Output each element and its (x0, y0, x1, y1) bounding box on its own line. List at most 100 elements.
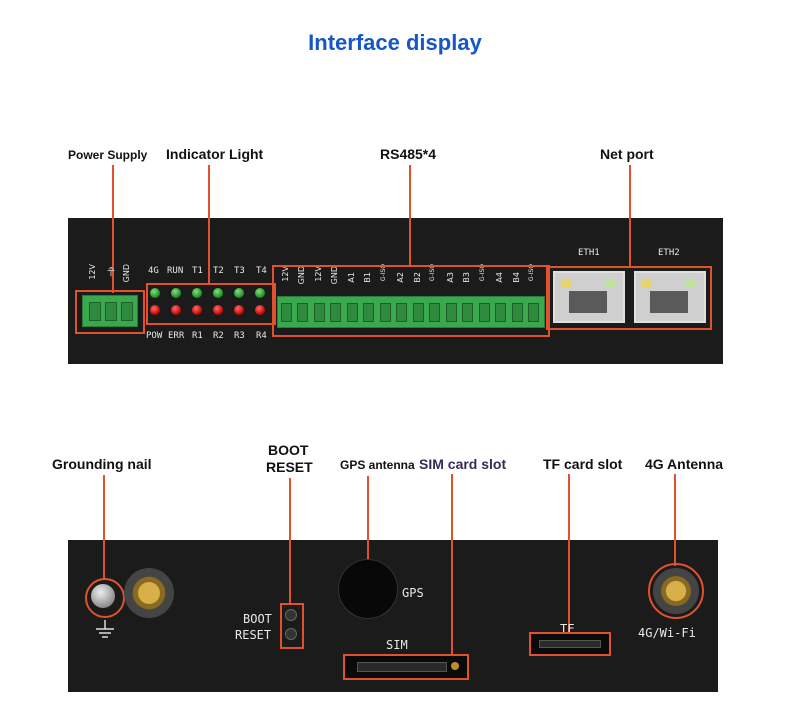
led-label-t1: T1 (192, 266, 203, 276)
led-label-r1: R1 (192, 331, 203, 341)
reset-label: RESET (235, 628, 272, 642)
led-green (213, 288, 223, 298)
leader-line-boot-reset (289, 478, 291, 604)
sim-eject-dot (451, 662, 459, 670)
rs485-screw (462, 303, 473, 322)
leader-line-sim (451, 474, 453, 664)
rs485-screw (297, 303, 308, 322)
leader-line-indicator (208, 165, 210, 283)
indicator-light-highlight (146, 283, 276, 325)
rs485-screw (380, 303, 391, 322)
power-terminal-screw (105, 302, 117, 321)
led-label-t2: T2 (213, 266, 224, 276)
power-pin-label-1: 12V (88, 264, 97, 280)
leader-line-rs485 (409, 165, 411, 265)
eth-socket (569, 291, 607, 313)
reset-button[interactable] (285, 628, 297, 640)
page-title: Interface display (308, 30, 482, 55)
led-red (213, 305, 223, 315)
led-red (255, 305, 265, 315)
callout-tf-card-slot: TF card slot (543, 456, 623, 472)
power-supply-highlight (75, 290, 145, 334)
rs485-screw (363, 303, 374, 322)
eth2-label: ETH2 (658, 248, 680, 258)
leader-line-power (112, 165, 114, 293)
callout-boot: BOOT (268, 442, 309, 458)
led-label-4g: 4G (148, 266, 159, 276)
gps-antenna-hole (338, 559, 398, 619)
rs485-screw (429, 303, 440, 322)
sim-label: SIM (386, 638, 408, 652)
4g-antenna-connector-icon (653, 568, 699, 614)
led-green (150, 288, 160, 298)
callout-reset: RESET (266, 459, 313, 475)
eth-led (605, 279, 615, 287)
led-label-t4: T4 (256, 266, 267, 276)
boot-button[interactable] (285, 609, 297, 621)
led-red (234, 305, 244, 315)
net-port-highlight (546, 266, 712, 330)
rs485-screw (528, 303, 539, 322)
callout-indicator-light: Indicator Light (166, 146, 264, 162)
grounding-screw-icon (91, 584, 115, 608)
led-label-err: ERR (168, 331, 185, 341)
rs485-screw (413, 303, 424, 322)
led-label-r2: R2 (213, 331, 224, 341)
led-label-r3: R3 (234, 331, 245, 341)
leader-line-grounding (103, 475, 105, 579)
power-terminal-screw (121, 302, 133, 321)
power-pin-label-3: GND (122, 264, 131, 283)
sma-connector-icon (124, 568, 174, 618)
rs485-screw (495, 303, 506, 322)
led-red (171, 305, 181, 315)
tf-card-slot[interactable] (529, 632, 611, 656)
eth1-label: ETH1 (578, 248, 600, 258)
rs485-screw (281, 303, 292, 322)
led-green (192, 288, 202, 298)
rs485-terminal-block (277, 296, 545, 328)
leader-line-net (629, 165, 631, 267)
sim-slot-opening (357, 662, 447, 672)
led-label-r4: R4 (256, 331, 267, 341)
led-red (150, 305, 160, 315)
callout-gps-antenna: GPS antenna (340, 458, 415, 472)
boot-label: BOOT (243, 612, 272, 626)
rs485-screw (314, 303, 325, 322)
rs485-screw (330, 303, 341, 322)
power-terminal-screw (89, 302, 101, 321)
rs485-screw (347, 303, 358, 322)
sim-card-slot[interactable] (343, 654, 469, 680)
led-label-pow: POW (146, 331, 163, 341)
rs485-screw (512, 303, 523, 322)
leader-line-gps (367, 476, 369, 560)
eth-led (561, 279, 571, 287)
boot-reset-highlight (280, 603, 304, 649)
callout-4g-antenna: 4G Antenna (645, 456, 724, 472)
led-label-run: RUN (167, 266, 184, 276)
power-terminal-block (82, 295, 138, 327)
eth-led (686, 279, 696, 287)
led-label-t3: T3 (234, 266, 245, 276)
callout-power-supply: Power Supply (68, 148, 148, 162)
leader-line-antenna (674, 474, 676, 566)
eth1-port (553, 271, 625, 323)
led-green (255, 288, 265, 298)
callout-rs485: RS485*4 (380, 146, 437, 162)
led-green (234, 288, 244, 298)
callout-grounding-nail: Grounding nail (52, 456, 152, 472)
led-green (171, 288, 181, 298)
rs485-highlight (272, 265, 550, 337)
eth-led (642, 279, 652, 287)
4g-wifi-label: 4G/Wi-Fi (638, 626, 696, 640)
rs485-screw (396, 303, 407, 322)
rs485-screw (479, 303, 490, 322)
eth-socket (650, 291, 688, 313)
led-red (192, 305, 202, 315)
power-pin-label-2: ⏚ (105, 266, 118, 277)
rs485-screw (446, 303, 457, 322)
eth2-port (634, 271, 706, 323)
ground-symbol-svg (96, 620, 114, 638)
leader-line-tf (568, 474, 570, 632)
tf-slot-opening (539, 640, 601, 648)
callout-sim-card-slot: SIM card slot (419, 456, 507, 472)
